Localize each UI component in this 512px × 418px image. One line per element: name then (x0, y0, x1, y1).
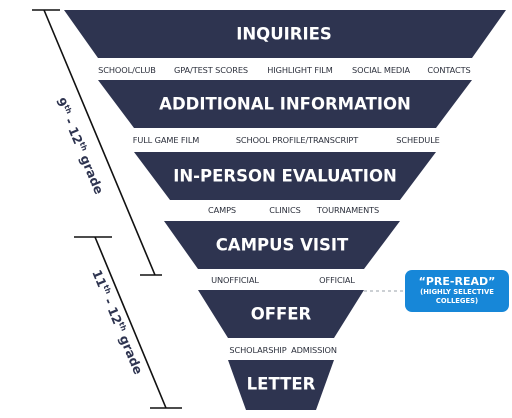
sublabel-schedule: SCHEDULE (396, 135, 439, 145)
pre-read-note-line1: (HIGHLY SELECTIVE (420, 288, 494, 296)
sublabel-unofficial: UNOFFICIAL (211, 275, 259, 285)
stage-title-inquiries: INQUIRIES (236, 25, 332, 44)
stage-title-letter: LETTER (247, 375, 316, 394)
grade-bracket-11-12: 11th - 12th grade (74, 236, 182, 409)
sublabel-contacts: CONTACTS (427, 65, 470, 75)
sublabel-gpa-test-scores: GPA/TEST SCORES (174, 65, 248, 75)
pre-read-title: “PRE-READ” (418, 275, 496, 288)
sublabel-scholarship: SCHOLARSHIP (229, 345, 286, 355)
sublabel-school-profile-transcript: SCHOOL PROFILE/TRANSCRIPT (236, 135, 359, 145)
sublabel-camps: CAMPS (208, 205, 236, 215)
pre-read-callout: “PRE-READ” (HIGHLY SELECTIVE COLLEGES) (405, 270, 509, 312)
stage-band-letter (228, 360, 334, 410)
stage-band-in-person-evaluation (134, 152, 436, 200)
stage-band-offer (198, 290, 364, 338)
stage-title-additional-information: ADDITIONAL INFORMATION (159, 95, 411, 114)
stage-band-campus-visit (164, 221, 400, 269)
sublabel-tournaments: TOURNAMENTS (316, 205, 379, 215)
stage-band-additional-information (98, 80, 472, 128)
stage-title-campus-visit: CAMPUS VISIT (216, 236, 349, 255)
stage-title-in-person-evaluation: IN-PERSON EVALUATION (173, 167, 397, 186)
sublabel-clinics: CLINICS (269, 205, 300, 215)
sublabel-full-game-film: FULL GAME FILM (133, 135, 200, 145)
pre-read-note-line2: COLLEGES) (435, 297, 479, 305)
stage-band-inquiries (64, 10, 506, 58)
grade-range-label-9-12: 9th - 12th grade (53, 95, 107, 196)
sublabel-school-club: SCHOOL/CLUB (98, 65, 156, 75)
stage-title-offer: OFFER (251, 305, 312, 324)
sublabel-admission: ADMISSION (291, 345, 337, 355)
grade-range-label-11-12: 11th - 12th grade (89, 267, 146, 376)
sublabel-social-media: SOCIAL MEDIA (352, 65, 410, 75)
sublabel-official: OFFICIAL (319, 275, 355, 285)
sublabel-highlight-film: HIGHLIGHT FILM (267, 65, 333, 75)
